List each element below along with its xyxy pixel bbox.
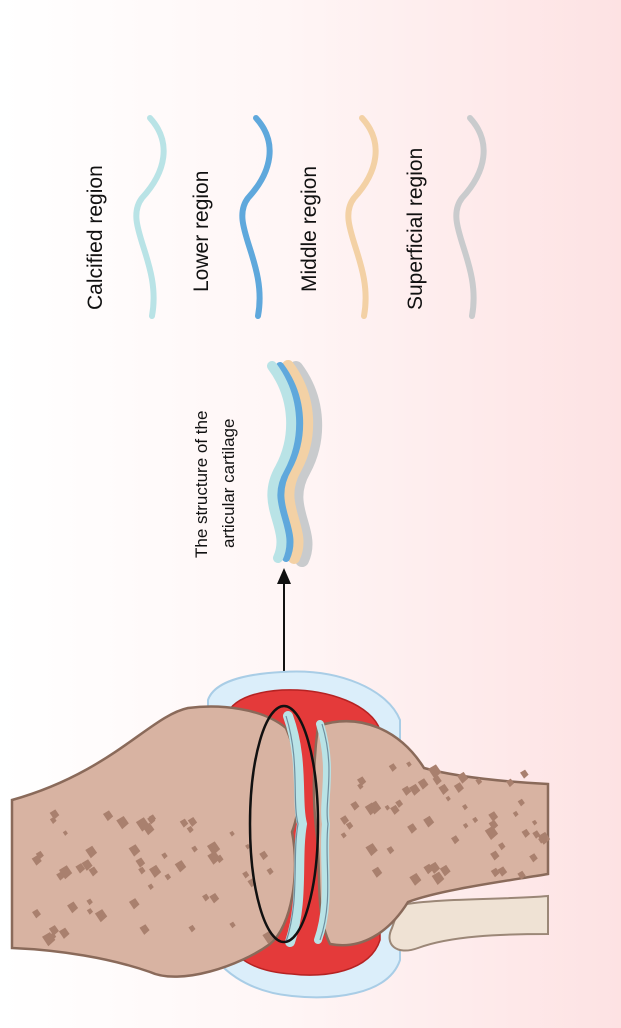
legend-swatch-lower — [242, 118, 269, 316]
legend-label-lower: Lower region — [190, 171, 213, 292]
legend-label-superficial: Superficial region — [404, 148, 427, 310]
legend-label-middle: Middle region — [298, 166, 321, 292]
callout-line-2: articular cartilage — [219, 419, 238, 548]
legend-swatch-middle — [348, 118, 375, 316]
cartilage-layers-detail — [272, 366, 315, 560]
callout-line-1: The structure of the — [192, 411, 211, 558]
bone-spot — [520, 770, 529, 779]
legend: Calcified region Lower region Middle reg… — [84, 118, 484, 316]
callout: The structure of the articular cartilage — [192, 411, 238, 558]
legend-swatch-calcified — [136, 118, 163, 316]
legend-swatch-superficial — [456, 118, 483, 316]
thin-bone — [390, 896, 548, 951]
legend-label-calcified: Calcified region — [84, 165, 107, 310]
joint — [12, 672, 550, 998]
